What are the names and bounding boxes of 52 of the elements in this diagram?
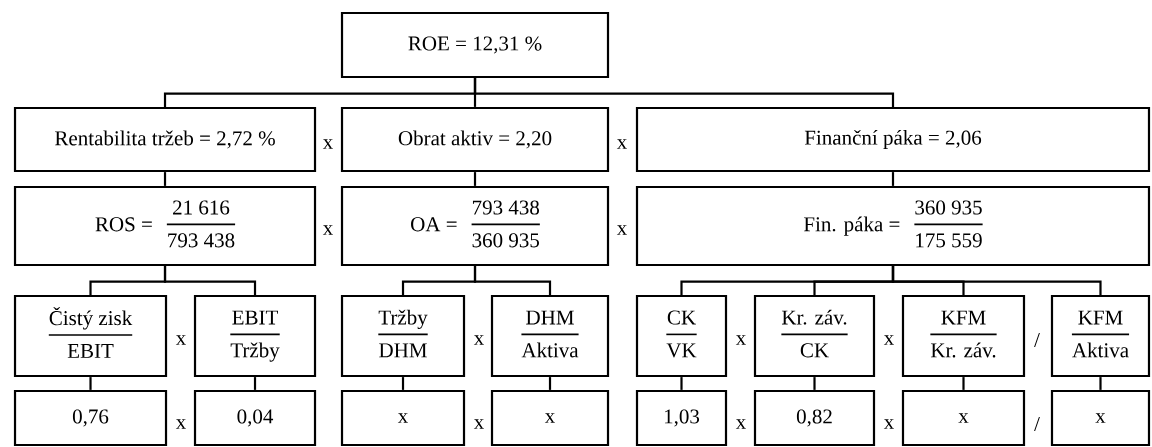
value-box: x [490, 389, 610, 447]
formula-box: Fin. páka = 360 935 175 559 [635, 185, 1151, 267]
connector-line [473, 266, 552, 295]
operator-sign: x [175, 419, 186, 429]
formula-box: ROS = 21 616 793 438 [13, 185, 317, 267]
connector-line [680, 377, 683, 390]
connector-line [473, 172, 477, 186]
formula-box: OA = 793 438 360 935 [340, 185, 610, 267]
connector-line [163, 172, 167, 186]
connector-line [1099, 377, 1102, 390]
value-box: 1,03 [635, 389, 728, 447]
operator-sign: x [616, 225, 627, 235]
operator-sign: x [735, 419, 746, 429]
operator-sign: x [473, 335, 484, 345]
connector-line [401, 377, 405, 390]
ratio-box: Obrat aktiv = 2,20 [340, 106, 610, 173]
value-box: 0,82 [753, 389, 876, 447]
connector-line [891, 172, 895, 186]
fraction-box: KFM Kr. záv. [901, 294, 1026, 378]
fraction-box: CK VK [635, 294, 728, 378]
connector-line [89, 377, 92, 390]
operator-sign: x [735, 335, 746, 345]
operator-sign: x [175, 335, 186, 345]
value-box: 0,76 [13, 389, 168, 447]
fraction-box: KFM Aktiva [1050, 294, 1151, 378]
operator-sign: x [616, 139, 627, 149]
ratio-box: Rentabilita tržeb = 2,72 % [13, 106, 317, 173]
operator-sign: x [883, 419, 894, 429]
operator-sign: / [1034, 416, 1040, 431]
value-box: x [1050, 389, 1151, 447]
fraction-box: Tržby DHM [340, 294, 466, 378]
ratio-box: Finanční páka = 2,06 [635, 106, 1151, 173]
operator-sign: x [322, 139, 333, 149]
connector-line [473, 78, 895, 107]
connector-line [962, 377, 965, 390]
connector-line [163, 266, 257, 295]
fraction-box: DHM Aktiva [490, 294, 610, 378]
fraction-box: EBIT Tržby [193, 294, 317, 378]
ratio-box: ROE = 12,31 % [340, 11, 610, 79]
value-box: x [340, 389, 466, 447]
operator-sign: x [473, 419, 484, 429]
connector-line [548, 377, 552, 390]
connector-line [253, 377, 257, 390]
fraction-box: Čistý zisk EBIT [13, 294, 168, 378]
fraction-box: Kr. záv. CK [753, 294, 876, 378]
operator-sign: x [322, 225, 333, 235]
value-box: x [901, 389, 1026, 447]
value-box: 0,04 [193, 389, 317, 447]
operator-sign: x [883, 335, 894, 345]
connector-line [813, 377, 816, 390]
connector-line [891, 266, 1102, 295]
operator-sign: / [1034, 332, 1040, 347]
